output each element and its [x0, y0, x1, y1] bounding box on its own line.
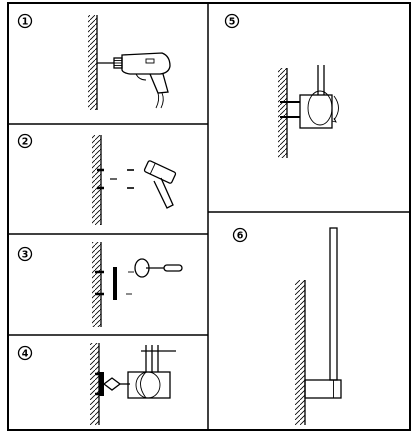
- wall-section-3: [92, 242, 102, 327]
- outer-frame: [7, 2, 411, 431]
- step-3-badge: 3: [17, 246, 33, 262]
- step-5-number: 5: [229, 17, 236, 28]
- finished-wall-lamp-icon: [304, 227, 342, 399]
- step-3-number: 3: [22, 250, 29, 261]
- step-5-panel: 5: [224, 13, 339, 158]
- wall-section-1: [88, 15, 98, 110]
- step-4-badge: 4: [17, 345, 33, 361]
- step-3-panel: 3: [17, 242, 183, 327]
- hammer-icon: [143, 160, 177, 209]
- plugs-in-wall: [95, 270, 104, 296]
- wall-section-2: [92, 135, 102, 225]
- step-1-panel: 1: [17, 13, 171, 110]
- step-1-number: 1: [22, 17, 29, 28]
- wall-section-6: [295, 280, 306, 425]
- bracket-mount-icon: [95, 372, 130, 396]
- step-2-panel: 2: [17, 133, 177, 225]
- step-4-number: 4: [22, 349, 29, 360]
- lamp-body-icon: [280, 65, 339, 129]
- step-2-badge: 2: [17, 133, 33, 149]
- wall-section-5: [278, 68, 288, 158]
- step-5-badge: 5: [224, 13, 240, 29]
- step-6-panel: 6: [232, 227, 342, 425]
- lamp-body-step4: [127, 345, 176, 399]
- wall-plugs: [110, 169, 134, 189]
- wall-section-4: [90, 343, 100, 425]
- step-6-number: 6: [237, 231, 244, 242]
- screwdriver-icon: [126, 258, 183, 295]
- step-4-panel: 4: [17, 343, 176, 425]
- step-1-badge: 1: [17, 13, 33, 29]
- drill-icon: [97, 52, 171, 109]
- anchor-holes: [97, 168, 104, 190]
- step-6-badge: 6: [232, 227, 248, 243]
- mounting-plate: [113, 267, 117, 300]
- step-2-number: 2: [22, 137, 29, 148]
